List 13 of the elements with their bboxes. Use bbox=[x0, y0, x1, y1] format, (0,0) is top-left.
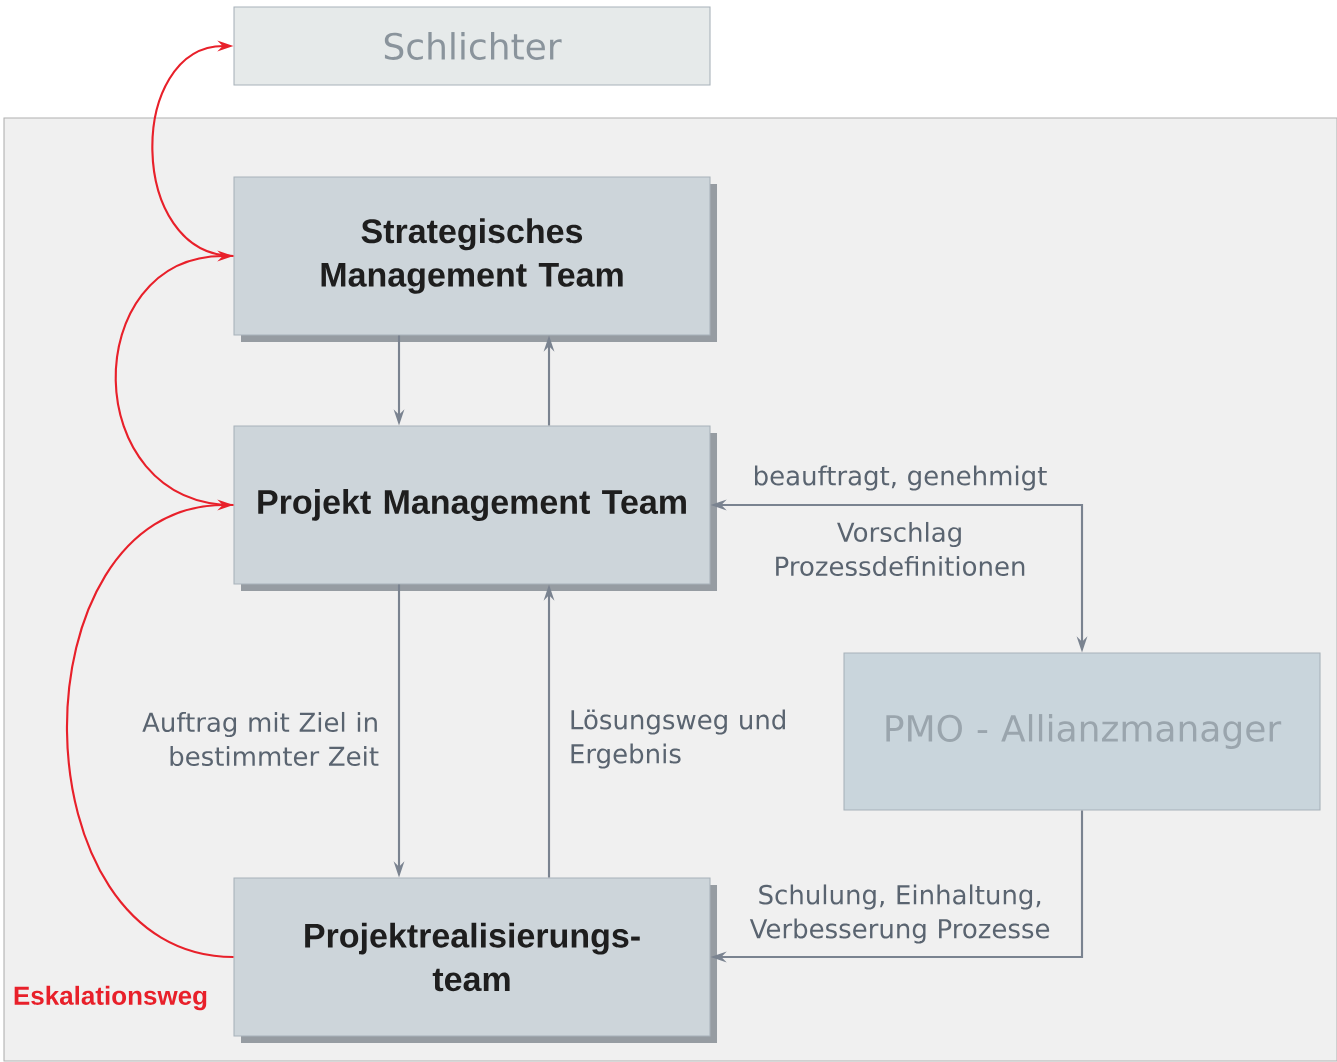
arrow bbox=[151, 40, 234, 258]
role-box: Projektrealisierungs-team bbox=[233, 877, 717, 1043]
edge-label: Schulung, Einhaltung, Verbesserung Prozesse bbox=[749, 884, 1050, 944]
escalation-label: Eskalationsweg bbox=[14, 985, 207, 1011]
edge-label: beauftragt, genehmigt bbox=[755, 465, 1047, 491]
arrow bbox=[114, 250, 234, 507]
arrow bbox=[65, 499, 234, 959]
edge-label: Auftrag mit Ziel in bestimmter Zeit bbox=[142, 711, 379, 767]
role-box: Projekt Management Team bbox=[233, 425, 717, 591]
role-box: Schlichter bbox=[233, 6, 711, 86]
edge-label: Lösungsweg und Ergebnis bbox=[571, 709, 785, 769]
role-box: Strategisches Management Team bbox=[233, 176, 717, 342]
flow-note: Vorschlag Prozessdefinitionen bbox=[776, 521, 1025, 577]
